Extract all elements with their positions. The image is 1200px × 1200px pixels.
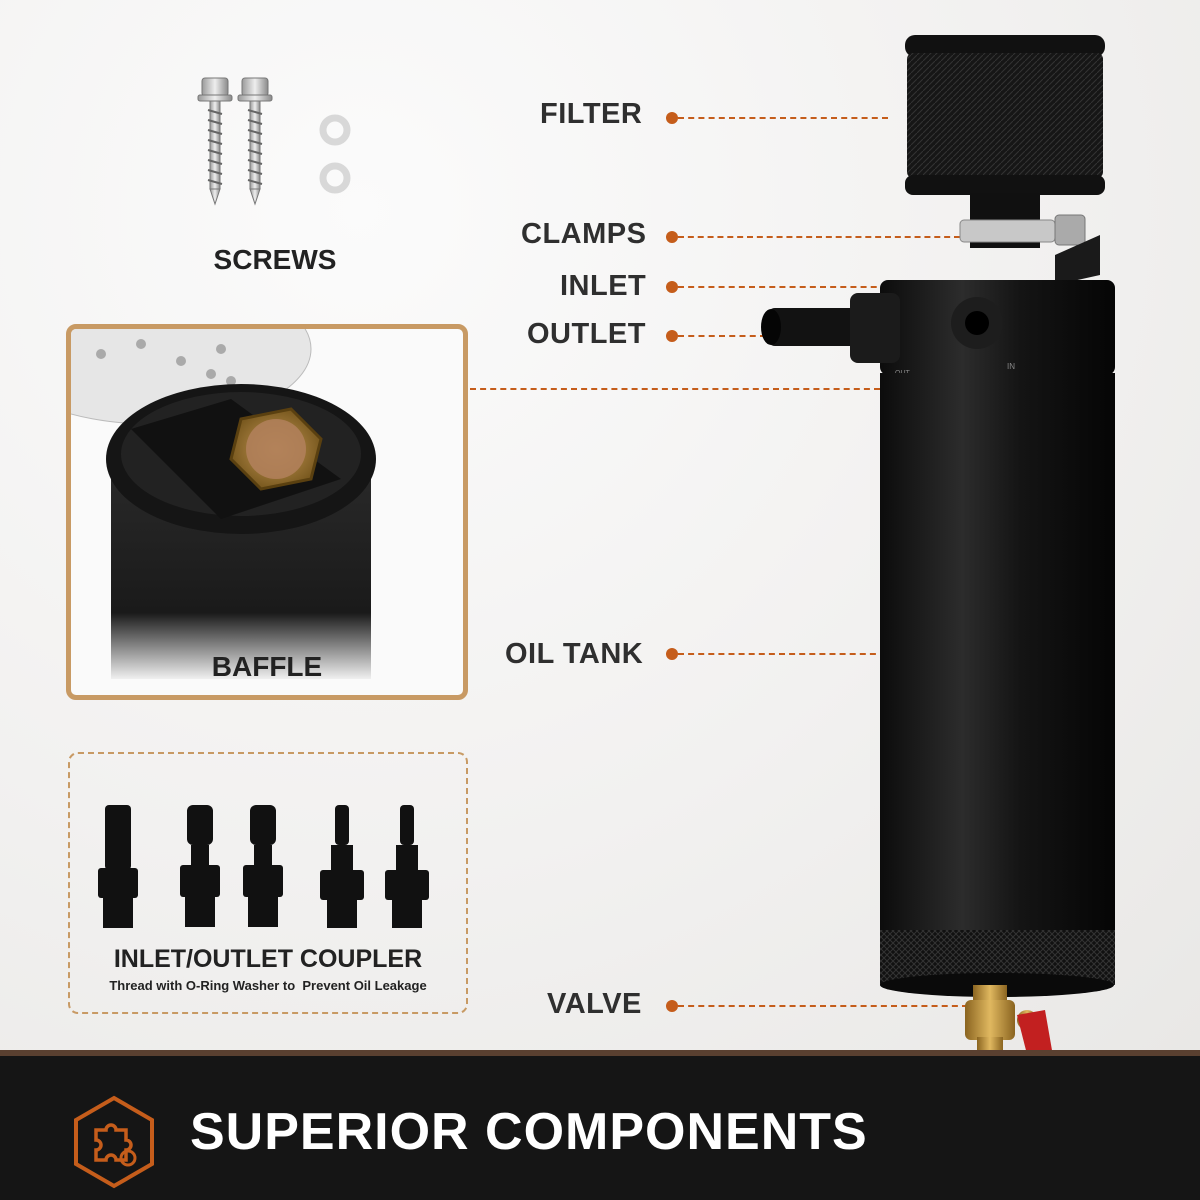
mount-bracket bbox=[1055, 235, 1100, 285]
tank-in-mark: IN bbox=[1007, 362, 1015, 371]
oil-tank-body bbox=[880, 373, 1115, 983]
coupler-title: INLET/OUTLET COUPLER bbox=[113, 945, 423, 973]
screws-image bbox=[197, 77, 351, 206]
couplers-image bbox=[98, 805, 429, 928]
clamps-leader-dot bbox=[666, 231, 678, 243]
coupler-subtitle: Thread with O-Ring Washer to Prevent Oil… bbox=[109, 978, 427, 993]
puzzle-gear-icon bbox=[74, 1095, 154, 1189]
baffle-label: BAFFLE bbox=[211, 651, 323, 682]
outlet-port bbox=[761, 293, 900, 363]
inlet-leader-line bbox=[678, 286, 968, 288]
valve-leader-line bbox=[678, 1005, 968, 1007]
inlet-leader-dot bbox=[666, 281, 678, 293]
coupler-fittings bbox=[98, 805, 429, 928]
clamps-leader-line bbox=[678, 236, 960, 238]
washers bbox=[319, 114, 351, 194]
screws-label: SCREWS bbox=[213, 244, 337, 275]
oil-tank-leader-dot bbox=[666, 648, 678, 660]
oil-catch-can-image: IN OUT bbox=[761, 35, 1115, 1125]
outlet-leader-dot bbox=[666, 330, 678, 342]
bottom-banner-stripe bbox=[0, 1050, 1200, 1056]
filter-label: FILTER bbox=[540, 98, 643, 130]
banner-title: SUPERIOR COMPONENTS bbox=[190, 1103, 868, 1161]
baffle-image bbox=[71, 329, 376, 679]
oil-tank-leader-line bbox=[678, 653, 886, 655]
bottom-banner bbox=[0, 1050, 1200, 1200]
screw-2 bbox=[237, 77, 273, 206]
filter-leader-line bbox=[678, 117, 888, 119]
outlet-label: OUTLET bbox=[527, 318, 646, 350]
filter-leader-dot bbox=[666, 112, 678, 124]
inlet-label: INLET bbox=[560, 270, 647, 302]
valve-label: VALVE bbox=[547, 988, 642, 1020]
baffle-panel: BAFFLE bbox=[66, 324, 468, 700]
clamps-label: CLAMPS bbox=[521, 218, 647, 250]
screw-1 bbox=[197, 77, 233, 206]
oil-tank-label: OIL TANK bbox=[505, 638, 644, 670]
coupler-panel bbox=[68, 752, 468, 1014]
hose-clamp bbox=[959, 214, 1086, 246]
inlet-port bbox=[951, 297, 1003, 349]
valve-leader-dot bbox=[666, 1000, 678, 1012]
baffle-leader-line bbox=[470, 388, 880, 390]
outlet-leader-line bbox=[678, 335, 766, 337]
